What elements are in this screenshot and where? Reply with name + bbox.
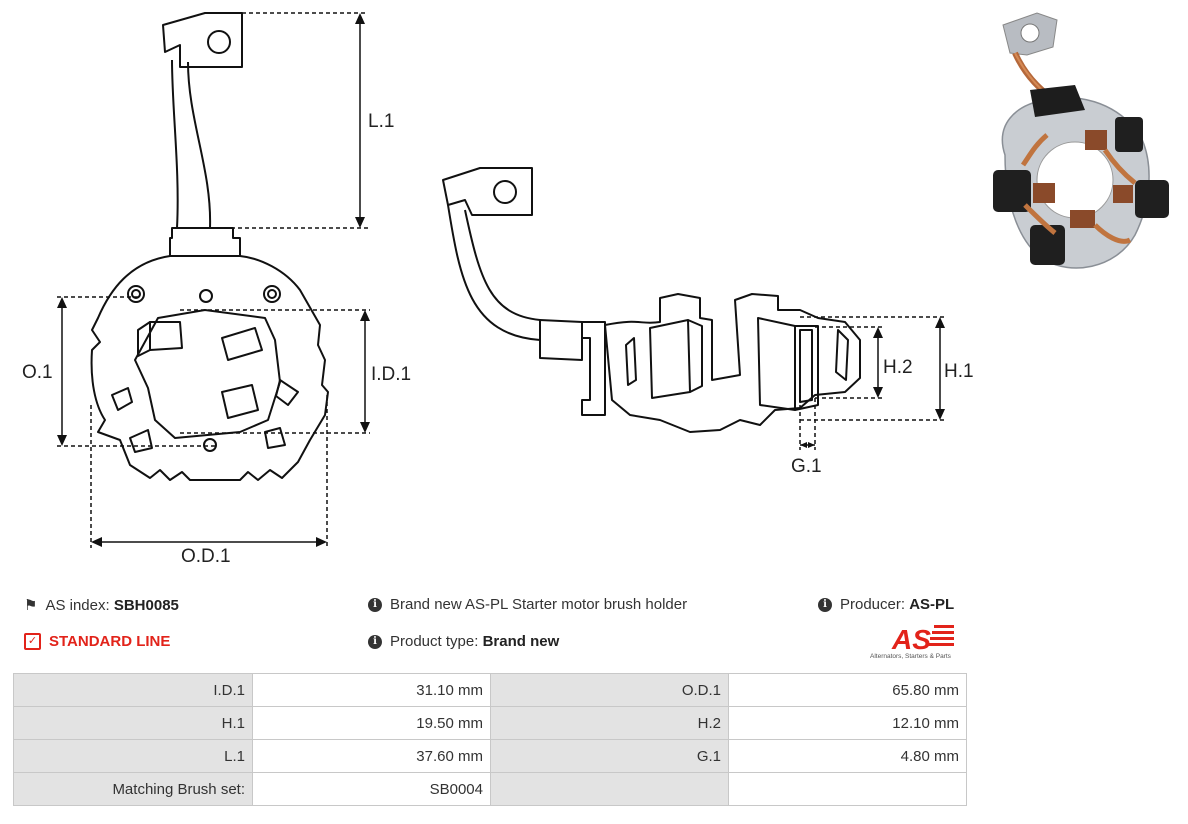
brush-holder-side bbox=[604, 293, 861, 433]
spec-value bbox=[728, 772, 967, 806]
spec-label: O.D.1 bbox=[490, 673, 729, 707]
product-type-value: Brand new bbox=[482, 633, 560, 650]
info-icon: i bbox=[818, 597, 832, 612]
label-id1: I.D.1 bbox=[371, 364, 411, 385]
spec-label: H.2 bbox=[490, 706, 729, 740]
spec-value: 31.10 mm bbox=[252, 673, 491, 707]
spec-label: L.1 bbox=[13, 739, 253, 773]
as-logo-mark: AS bbox=[891, 624, 954, 655]
table-row: H.1 19.50 mm H.2 12.10 mm bbox=[13, 706, 967, 740]
producer-value: AS-PL bbox=[909, 596, 955, 613]
as-pl-logo: AS Alternators, Starters & Parts bbox=[870, 622, 965, 662]
producer-label: Producer: bbox=[840, 596, 906, 613]
table-row: Matching Brush set: SB0004 bbox=[13, 772, 967, 806]
product-photo bbox=[993, 12, 1169, 269]
spec-value: 4.80 mm bbox=[728, 739, 967, 773]
standard-line-badge: ✓ STANDARD LINE bbox=[24, 633, 170, 650]
logo-tagline: Alternators, Starters & Parts bbox=[870, 653, 951, 660]
spec-value: SB0004 bbox=[252, 772, 491, 806]
label-od1: O.D.1 bbox=[181, 546, 231, 567]
as-index-value: SBH0085 bbox=[113, 596, 179, 614]
description-line: i Brand new AS-PL Starter motor brush ho… bbox=[368, 596, 687, 613]
spec-value: 19.50 mm bbox=[252, 706, 491, 740]
spec-value: 37.60 mm bbox=[252, 739, 491, 773]
product-type-line: i Product type: Brand new bbox=[368, 633, 559, 650]
info-icon: i bbox=[368, 597, 382, 612]
spec-value: 65.80 mm bbox=[728, 673, 967, 707]
label-l1: L.1 bbox=[368, 111, 394, 132]
label-h2: H.2 bbox=[883, 357, 913, 378]
standard-line-label: STANDARD LINE bbox=[49, 633, 171, 650]
label-h1: H.1 bbox=[944, 361, 974, 382]
terminal-lug-top bbox=[162, 12, 243, 68]
brush-plate-outline bbox=[90, 255, 329, 481]
spec-table: I.D.1 31.10 mm O.D.1 65.80 mm H.1 19.50 … bbox=[13, 673, 967, 806]
label-g1: G.1 bbox=[791, 456, 822, 477]
tags-icon: ⚑ bbox=[24, 597, 38, 614]
technical-drawing: L.1 O.1 I.D.1 O.D.1 H.2 H.1 G.1 bbox=[22, 12, 974, 567]
description-text: Brand new AS-PL Starter motor brush hold… bbox=[390, 596, 688, 613]
product-type-label: Product type: bbox=[390, 633, 479, 650]
svg-text:AS: AS bbox=[891, 624, 931, 655]
table-row: I.D.1 31.10 mm O.D.1 65.80 mm bbox=[13, 673, 967, 707]
label-o1: O.1 bbox=[22, 362, 53, 383]
as-index-line: ⚑ AS index: SBH0085 bbox=[24, 596, 179, 615]
spec-label: Matching Brush set: bbox=[13, 772, 253, 806]
spec-value: 12.10 mm bbox=[728, 706, 967, 740]
table-row: L.1 37.60 mm G.1 4.80 mm bbox=[13, 739, 967, 773]
producer-line: i Producer: AS-PL bbox=[818, 596, 954, 613]
spec-label: H.1 bbox=[13, 706, 253, 740]
terminal-lug-side bbox=[442, 167, 533, 216]
spec-label: G.1 bbox=[490, 739, 729, 773]
check-square-icon: ✓ bbox=[24, 633, 41, 650]
spec-label bbox=[490, 772, 729, 806]
as-index-label: AS index: bbox=[45, 596, 110, 614]
spec-label: I.D.1 bbox=[13, 673, 253, 707]
info-icon: i bbox=[368, 634, 382, 649]
